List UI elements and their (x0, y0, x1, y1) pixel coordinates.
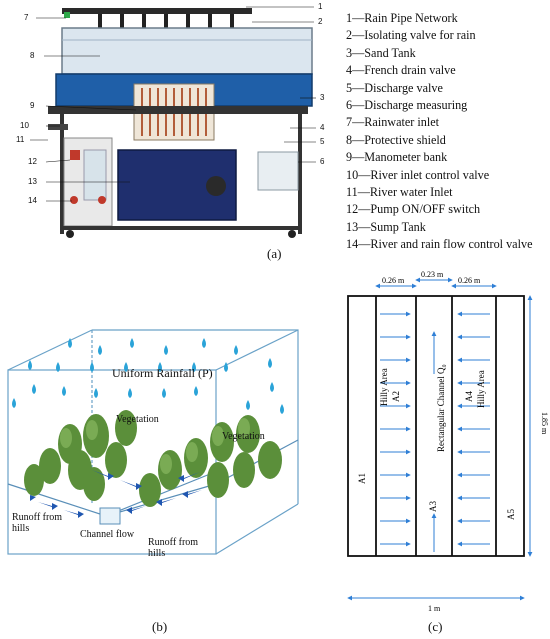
discharge-measuring (257, 151, 299, 191)
callout-14: 14 (28, 196, 37, 205)
hilly-area-right: Hilly Area (476, 370, 486, 408)
vegetation-label-left: Vegetation (116, 414, 159, 425)
dim-mid: 0.23 m (421, 270, 444, 279)
callout-9: 9 (30, 101, 35, 110)
panel-c-plan: 0.26 m 0.23 m 0.26 m 1.85 m 1 m A1 A2 A3… (347, 270, 549, 612)
caption-c: (c) (428, 619, 443, 634)
rain-valves (98, 14, 234, 30)
uniform-rainfall-label: Uniform Rainfall (P) (112, 366, 213, 380)
callout-7: 7 (24, 13, 29, 22)
protective-shield (61, 27, 313, 75)
raindrops (12, 338, 284, 414)
panel-b-schematic (7, 329, 299, 555)
legend-item: 1—Rain Pipe Network (346, 11, 458, 25)
caption-b: (b) (152, 619, 168, 634)
rainwater-inlet-marker (64, 12, 70, 18)
dim-left: 0.26 m (382, 276, 405, 285)
runoff-arrows (18, 470, 202, 518)
legend-item: 12—Pump ON/OFF switch (346, 202, 481, 217)
callout-2: 2 (318, 17, 323, 26)
vegetation-trees (24, 410, 282, 507)
flow-arrows-left (380, 311, 411, 547)
channel-flow-label: Channel flow (80, 529, 135, 540)
runoff-right-label: Runoff from hills (148, 537, 199, 559)
zone-a3: A3 (428, 501, 438, 512)
dim-right: 0.26 m (458, 276, 481, 285)
legend-item: 8—Protective shield (346, 132, 446, 147)
callout-3: 3 (320, 93, 325, 102)
legend-item: 6—Discharge measuring (346, 98, 468, 113)
zone-a1: A1 (357, 473, 367, 484)
callout-12: 12 (28, 157, 37, 166)
dim-width: 1 m (428, 604, 441, 612)
legend-item: 9—Manometer bank (346, 150, 448, 165)
legend-item: 4—French drain valve (346, 63, 456, 78)
panel-a-photo (30, 6, 316, 238)
callout-6: 6 (320, 157, 325, 166)
zone-a5: A5 (506, 509, 516, 520)
vegetation-label-right: Vegetation (222, 431, 265, 442)
zone-a4: A4 (464, 391, 474, 402)
callout-11: 11 (16, 135, 25, 144)
legend-item: 3—Sand Tank (346, 45, 416, 60)
component-legend: 1—Rain Pipe Network 2—Isolating valve fo… (346, 10, 550, 254)
callout-8: 8 (30, 51, 35, 60)
legend-item: 7—Rainwater inlet (346, 115, 440, 130)
legend-item: 5—Discharge valve (346, 80, 443, 95)
callout-4: 4 (320, 123, 325, 132)
flow-arrows-right (457, 311, 490, 547)
caption-a: (a) (267, 246, 282, 261)
legend-item: 14—River and rain flow control valve (346, 237, 533, 252)
legend-item: 10—River inlet control valve (346, 167, 490, 182)
dim-height: 1.85 m (540, 412, 549, 435)
channel (99, 507, 121, 525)
plan-frame (347, 295, 525, 557)
rain-pipe (62, 8, 252, 14)
zone-a2: A2 (391, 391, 401, 402)
callout-10: 10 (20, 121, 29, 130)
callout-5: 5 (320, 137, 325, 146)
legend-item: 11—River water Inlet (346, 185, 453, 200)
callout-13: 13 (28, 177, 37, 186)
legend-item: 2—Isolating valve for rain (346, 28, 476, 43)
legend-item: 13—Sump Tank (346, 219, 426, 234)
runoff-left-label: Runoff from hills (12, 512, 63, 534)
hilly-area-left: Hilly Area (379, 368, 389, 406)
callout-1: 1 (318, 2, 323, 11)
rectangular-channel-label: Rectangular Channel Q₀ (436, 364, 446, 452)
